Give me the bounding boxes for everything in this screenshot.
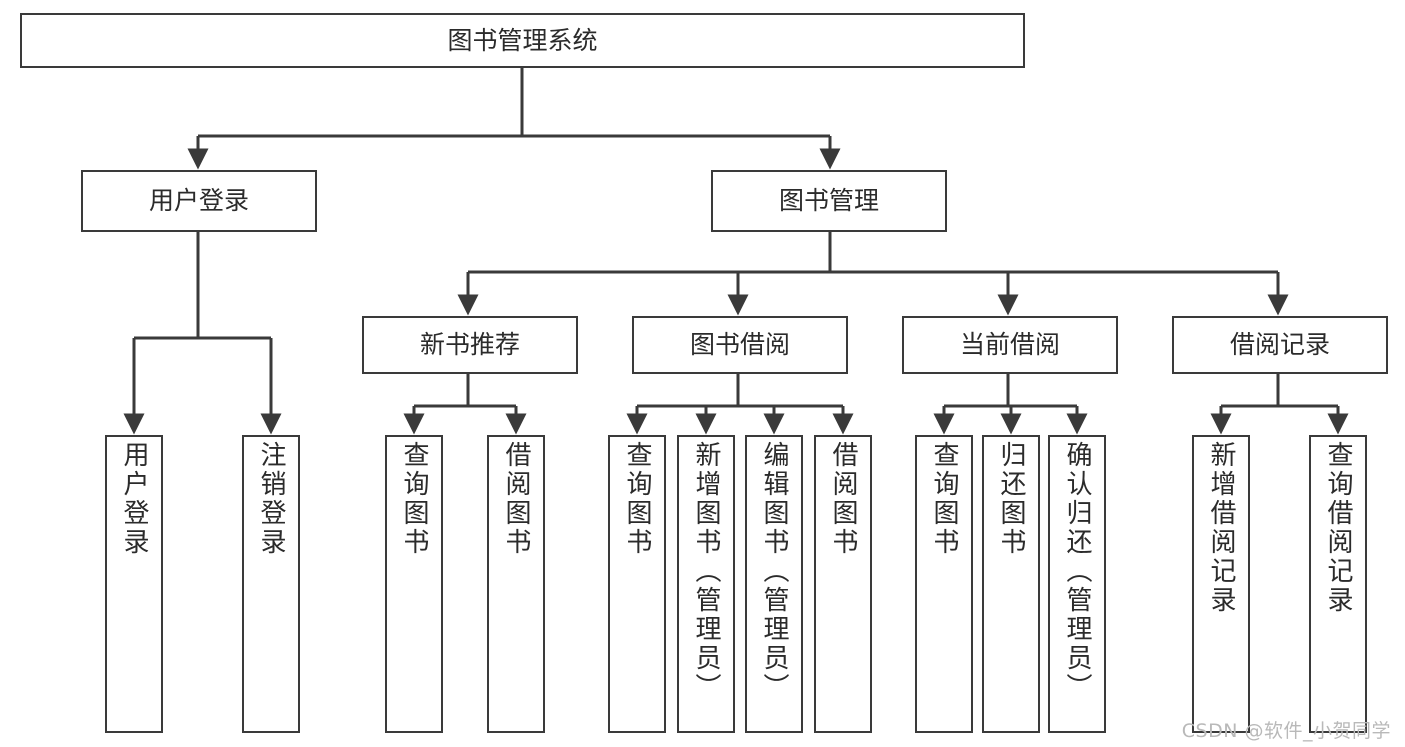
node-leaf-logout-login[interactable]: 注销登录 (242, 435, 300, 733)
node-leaf-query-book-1[interactable]: 查询图书 (385, 435, 443, 733)
node-leaf-query-borrow-record-label: 查询借阅记录 (1323, 441, 1353, 615)
node-leaf-query-book-2[interactable]: 查询图书 (608, 435, 666, 733)
node-leaf-edit-book[interactable]: 编辑图书（管理员） (745, 435, 803, 733)
csdn-watermark: CSDN @软件_小贺同学 (1181, 720, 1391, 742)
node-borrow-record-label: 借阅记录 (1229, 330, 1330, 360)
node-leaf-query-book-2-label: 查询图书 (622, 441, 652, 557)
node-borrow-record[interactable]: 借阅记录 (1172, 316, 1388, 374)
node-current-borrow-label: 当前借阅 (959, 330, 1060, 360)
node-leaf-return-book-label: 归还图书 (996, 441, 1026, 557)
node-leaf-borrow-book-2[interactable]: 借阅图书 (814, 435, 872, 733)
node-leaf-borrow-book-1[interactable]: 借阅图书 (487, 435, 545, 733)
node-root-label: 图书管理系统 (447, 25, 598, 55)
node-book-borrow-label: 图书借阅 (689, 330, 790, 360)
node-user-login[interactable]: 用户登录 (81, 170, 317, 232)
node-leaf-query-book-1-label: 查询图书 (399, 441, 429, 557)
node-leaf-borrow-book-1-label: 借阅图书 (501, 441, 531, 557)
node-leaf-edit-book-label: 编辑图书（管理员） (759, 441, 789, 702)
node-current-borrow[interactable]: 当前借阅 (902, 316, 1118, 374)
node-book-manage-label: 图书管理 (778, 186, 879, 216)
node-leaf-query-book-3-label: 查询图书 (929, 441, 959, 557)
node-leaf-confirm-return[interactable]: 确认归还（管理员） (1048, 435, 1106, 733)
node-leaf-confirm-return-label: 确认归还（管理员） (1062, 441, 1092, 702)
node-user-login-label: 用户登录 (148, 186, 249, 216)
node-leaf-add-borrow-record[interactable]: 新增借阅记录 (1192, 435, 1250, 733)
node-leaf-user-login-label: 用户登录 (119, 441, 149, 557)
node-leaf-logout-login-label: 注销登录 (256, 441, 286, 557)
node-leaf-add-book-label: 新增图书（管理员） (691, 441, 721, 702)
node-leaf-user-login[interactable]: 用户登录 (105, 435, 163, 733)
node-leaf-return-book[interactable]: 归还图书 (982, 435, 1040, 733)
node-root[interactable]: 图书管理系统 (20, 13, 1025, 68)
node-book-manage[interactable]: 图书管理 (711, 170, 947, 232)
node-leaf-add-borrow-record-label: 新增借阅记录 (1206, 441, 1236, 615)
node-book-borrow[interactable]: 图书借阅 (632, 316, 848, 374)
node-new-book-recommend-label: 新书推荐 (419, 330, 520, 360)
node-new-book-recommend[interactable]: 新书推荐 (362, 316, 578, 374)
node-leaf-query-borrow-record[interactable]: 查询借阅记录 (1309, 435, 1367, 733)
node-leaf-query-book-3[interactable]: 查询图书 (915, 435, 973, 733)
node-leaf-add-book[interactable]: 新增图书（管理员） (677, 435, 735, 733)
node-leaf-borrow-book-2-label: 借阅图书 (828, 441, 858, 557)
